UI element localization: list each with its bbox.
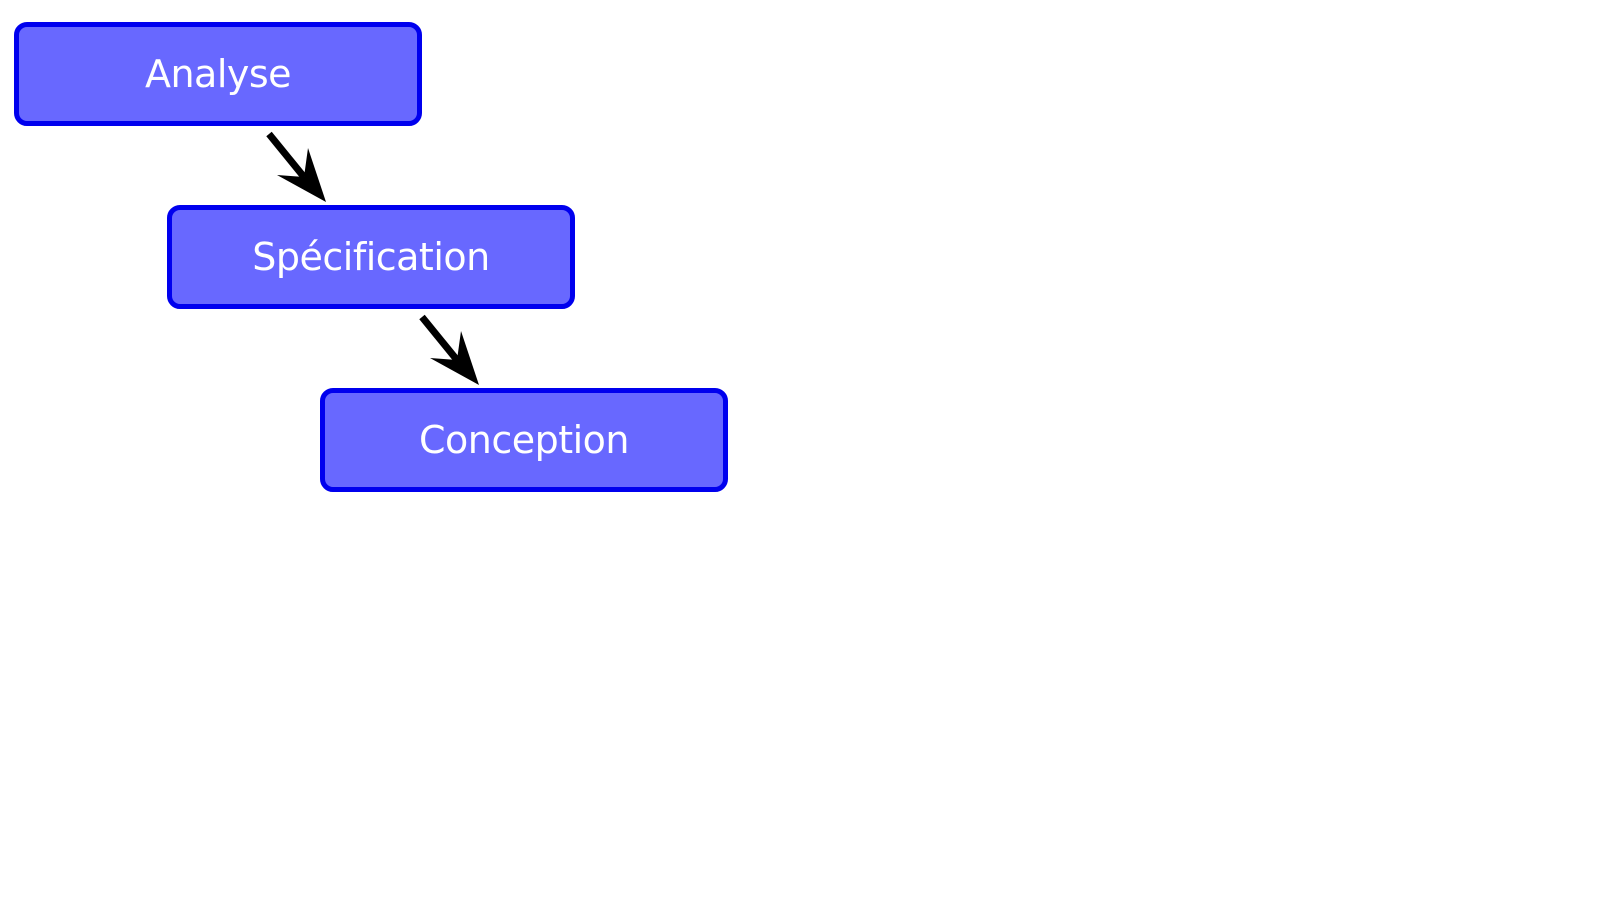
node-label: Spécification <box>252 235 490 279</box>
arrow-specification-to-conception <box>419 314 479 385</box>
node-conception: Conception <box>320 388 728 492</box>
arrow-analyse-to-specification <box>266 131 326 202</box>
arrowhead-icon <box>430 331 479 385</box>
node-analyse: Analyse <box>14 22 422 126</box>
arrow-shaft <box>419 314 460 363</box>
node-label: Conception <box>418 418 630 462</box>
arrowhead-icon <box>277 148 326 202</box>
node-label: Analyse <box>144 52 292 96</box>
node-specification: Spécification <box>167 205 575 309</box>
arrow-shaft <box>266 131 307 180</box>
